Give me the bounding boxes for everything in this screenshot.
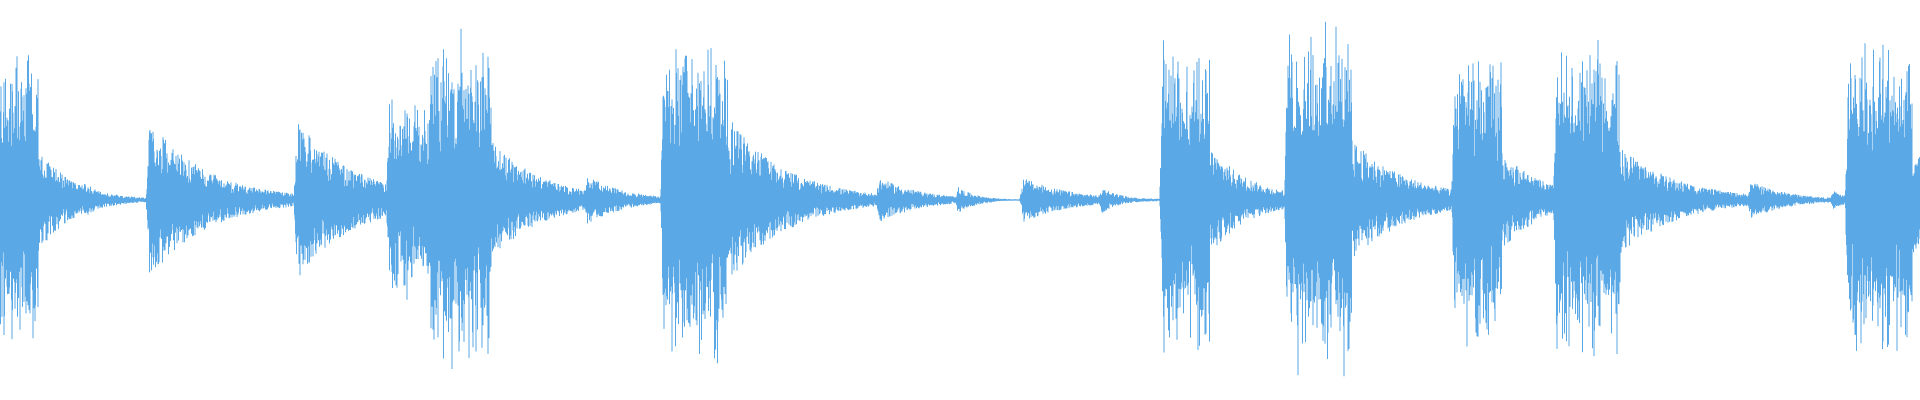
waveform-signal — [0, 21, 1920, 377]
